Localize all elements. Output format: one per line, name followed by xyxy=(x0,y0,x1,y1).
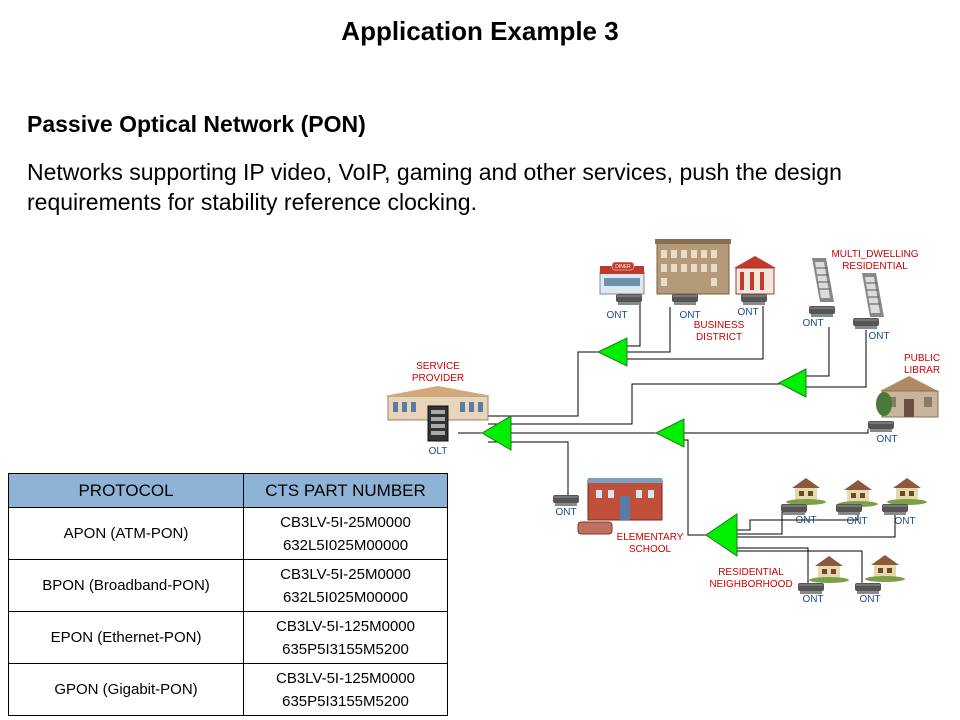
public-library-label-2: LIBRAR xyxy=(904,365,940,376)
library-building-icon xyxy=(876,376,939,418)
ont-label: ONT xyxy=(679,310,700,321)
bank-building-icon xyxy=(734,256,776,295)
part-number: 635P5I3155M5200 xyxy=(282,692,409,710)
apartment-tower-icon xyxy=(861,272,885,318)
house-icon xyxy=(809,556,849,583)
business-district-label-1: BUSINESS xyxy=(694,320,745,331)
ont-device-icon xyxy=(882,504,908,515)
table-row: APON (ATM-PON) CB3LV-5I-25M0000 632L5I02… xyxy=(8,507,448,560)
fiber-lines xyxy=(458,301,896,590)
office-building-icon xyxy=(655,239,731,295)
house-icon xyxy=(786,478,826,505)
part-number-cell: CB3LV-5I-25M0000 632L5I025M00000 xyxy=(243,507,448,560)
ont-device-icon xyxy=(616,294,642,305)
business-splitter xyxy=(596,337,628,367)
part-number-cell: CB3LV-5I-125M0000 635P5I3155M5200 xyxy=(243,663,448,716)
multi-dwelling-label-1: MULTI_DWELLING xyxy=(831,249,918,260)
apartment-tower-icon xyxy=(811,257,835,303)
section-subtitle: Passive Optical Network (PON) xyxy=(27,111,366,137)
table-row: EPON (Ethernet-PON) CB3LV-5I-125M0000 63… xyxy=(8,611,448,664)
olt-label: OLT xyxy=(429,446,448,457)
ont-device-icon xyxy=(853,318,879,329)
service-provider-building-icon xyxy=(384,386,492,442)
elementary-school-label-1: ELEMENTARY xyxy=(617,532,684,543)
ont-device-icon xyxy=(741,294,767,305)
part-number: CB3LV-5I-125M0000 xyxy=(276,669,415,687)
protocol-cell: BPON (Broadband-PON) xyxy=(8,559,244,612)
residential-neighborhood-label-2: NEIGHBORHOOD xyxy=(709,579,792,590)
ont-device-icon xyxy=(809,306,835,317)
part-number: 632L5I025M00000 xyxy=(282,536,409,554)
residential-neighborhood-label-1: RESIDENTIAL xyxy=(718,567,784,578)
table-header-row: PROTOCOL CTS PART NUMBER xyxy=(8,473,448,508)
ont-device-icon xyxy=(672,294,698,305)
multi-dwelling-label-2: RESIDENTIAL xyxy=(842,261,908,272)
ont-label: ONT xyxy=(859,594,880,605)
part-number: CB3LV-5I-25M0000 xyxy=(280,565,411,583)
part-number: CB3LV-5I-125M0000 xyxy=(276,617,415,635)
part-number-cell: CB3LV-5I-125M0000 635P5I3155M5200 xyxy=(243,611,448,664)
house-icon xyxy=(838,480,878,507)
ont-device-icon xyxy=(855,583,881,594)
public-library-label-1: PUBLIC xyxy=(904,353,940,364)
elementary-school-label-2: SCHOOL xyxy=(629,544,672,555)
ont-label: ONT xyxy=(737,307,758,318)
ont-label: ONT xyxy=(894,516,915,527)
ont-label: ONT xyxy=(555,507,576,518)
ont-device-icon xyxy=(868,421,894,432)
svg-text:DINER: DINER xyxy=(615,264,631,270)
ont-label: ONT xyxy=(606,310,627,321)
table-row: GPON (Gigabit-PON) CB3LV-5I-125M0000 635… xyxy=(8,663,448,716)
ont-label: ONT xyxy=(876,434,897,445)
service-provider-label-1: SERVICE xyxy=(416,361,460,372)
optical-splitters xyxy=(481,337,807,557)
school-building-icon xyxy=(577,478,663,535)
ont-label: ONT xyxy=(795,515,816,526)
ont-device-icon xyxy=(798,583,824,594)
house-icon xyxy=(865,555,905,582)
slide-title: Application Example 3 xyxy=(341,16,619,46)
ont-device-icon xyxy=(836,504,862,515)
protocol-cell: APON (ATM-PON) xyxy=(8,507,244,560)
main-splitter xyxy=(481,415,512,451)
diner-building-icon: DINER xyxy=(599,261,645,295)
residential-splitter xyxy=(705,513,738,557)
part-number: CB3LV-5I-25M0000 xyxy=(280,513,411,531)
business-district-label-2: DISTRICT xyxy=(696,332,742,343)
part-number-cell: CB3LV-5I-25M0000 632L5I025M00000 xyxy=(243,559,448,612)
body-paragraph: Networks supporting IP video, VoIP, gami… xyxy=(27,159,842,215)
ont-device-icon xyxy=(553,495,579,506)
ont-device-icon xyxy=(781,504,807,515)
protocol-cell: EPON (Ethernet-PON) xyxy=(8,611,244,664)
service-provider-label-2: PROVIDER xyxy=(412,373,464,384)
library-splitter xyxy=(654,418,685,448)
part-number: 635P5I3155M5200 xyxy=(282,640,409,658)
ont-label: ONT xyxy=(802,594,823,605)
part-number-column-header: CTS PART NUMBER xyxy=(243,473,448,508)
multi-dwelling-splitter xyxy=(777,368,807,398)
protocol-cell: GPON (Gigabit-PON) xyxy=(8,663,244,716)
ont-label: ONT xyxy=(846,516,867,527)
ont-label: ONT xyxy=(802,318,823,329)
ont-label: ONT xyxy=(868,331,889,342)
protocol-part-table: PROTOCOL CTS PART NUMBER APON (ATM-PON) … xyxy=(8,473,448,716)
protocol-column-header: PROTOCOL xyxy=(8,473,244,508)
table-row: BPON (Broadband-PON) CB3LV-5I-25M0000 63… xyxy=(8,559,448,612)
house-icon xyxy=(887,478,927,505)
part-number: 632L5I025M00000 xyxy=(282,588,409,606)
